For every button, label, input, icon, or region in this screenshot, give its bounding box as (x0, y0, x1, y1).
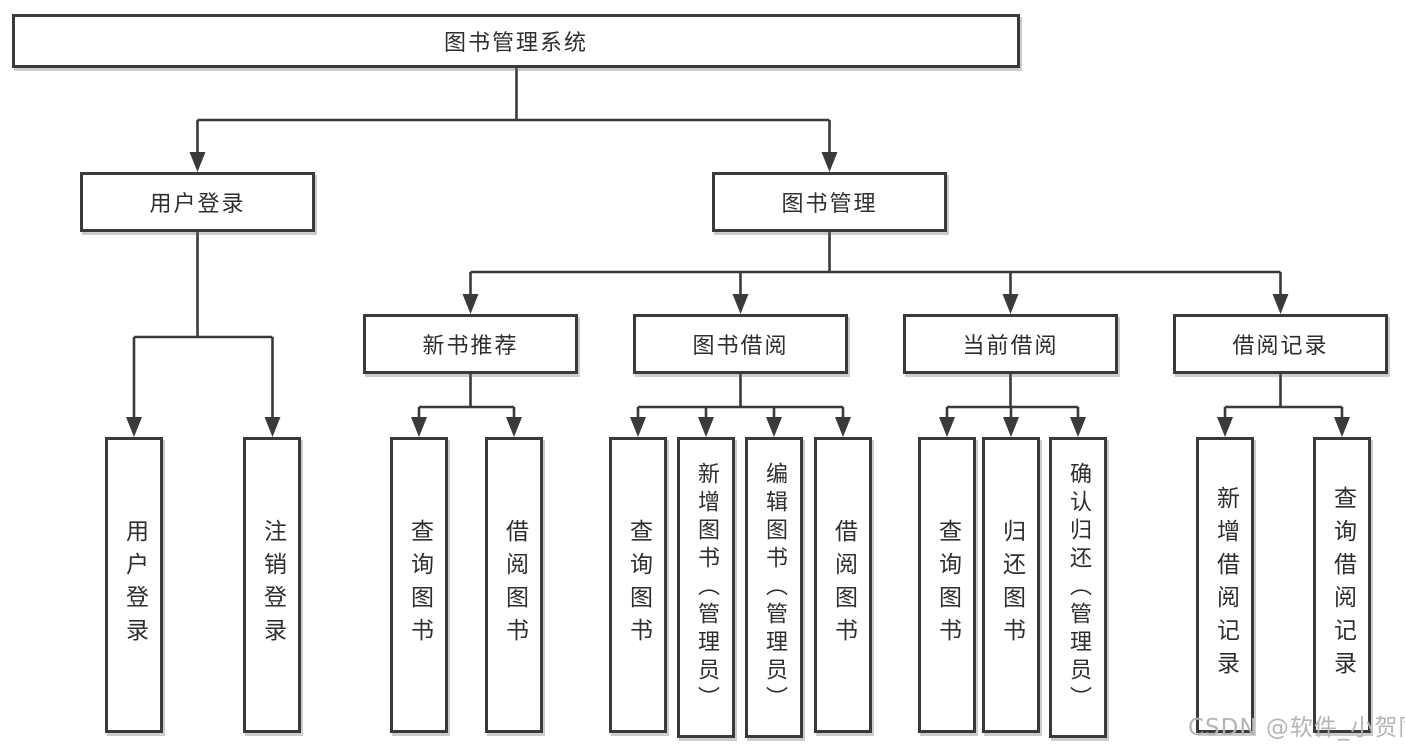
node-book-borrow: 图书借阅 (633, 314, 848, 374)
node-book-management: 图书管理 (712, 172, 947, 232)
node-book-management-label: 图书管理 (781, 192, 878, 217)
node-book-borrow-label: 图书借阅 (692, 334, 789, 359)
leaf-borrow-books-recommend-label: 借阅图书 (501, 519, 528, 651)
leaf-query-books-current-label: 查询图书 (934, 519, 961, 651)
node-new-book-recommend-label: 新书推荐 (422, 334, 519, 359)
node-borrow-records: 借阅记录 (1173, 314, 1388, 374)
node-current-borrow: 当前借阅 (903, 314, 1118, 374)
leaf-user-login: 用户登录 (105, 437, 163, 733)
leaf-logout-label: 注销登录 (259, 519, 286, 651)
node-borrow-records-label: 借阅记录 (1232, 334, 1329, 359)
leaf-query-books-recommend-label: 查询图书 (406, 519, 433, 651)
leaf-query-books-recommend: 查询图书 (390, 437, 448, 733)
leaf-edit-books-admin-label: 编辑图书（管理员） (762, 461, 787, 714)
leaf-edit-books-admin: 编辑图书（管理员） (745, 437, 803, 738)
leaf-confirm-return-admin: 确认归还（管理员） (1049, 437, 1107, 738)
node-root-label: 图书管理系统 (443, 31, 588, 56)
node-user-login-label: 用户登录 (149, 192, 246, 217)
node-new-book-recommend: 新书推荐 (363, 314, 578, 374)
leaf-return-books-label: 归还图书 (998, 519, 1025, 651)
node-user-login: 用户登录 (80, 172, 315, 232)
leaf-add-borrow-record: 新增借阅记录 (1196, 437, 1254, 733)
leaf-logout: 注销登录 (243, 437, 301, 733)
leaf-borrow-books: 借阅图书 (814, 437, 872, 733)
csdn-watermark: CSDN @软件_小贺同学 (1188, 715, 1405, 741)
leaf-add-books-admin: 新增图书（管理员） (677, 437, 735, 738)
leaf-add-borrow-record-label: 新增借阅记录 (1212, 486, 1239, 684)
leaf-query-books-current: 查询图书 (918, 437, 976, 733)
leaf-query-books-borrow: 查询图书 (609, 437, 667, 733)
leaf-query-books-borrow-label: 查询图书 (625, 519, 652, 651)
leaf-query-borrow-record-label: 查询借阅记录 (1329, 486, 1356, 684)
leaf-user-login-label: 用户登录 (121, 519, 148, 651)
node-current-borrow-label: 当前借阅 (962, 334, 1059, 359)
leaf-confirm-return-admin-label: 确认归还（管理员） (1066, 461, 1091, 714)
leaf-borrow-books-label: 借阅图书 (830, 519, 857, 651)
leaf-add-books-admin-label: 新增图书（管理员） (694, 461, 719, 714)
leaf-query-borrow-record: 查询借阅记录 (1313, 437, 1371, 733)
leaf-return-books: 归还图书 (982, 437, 1040, 733)
leaf-borrow-books-recommend: 借阅图书 (485, 437, 543, 733)
node-root: 图书管理系统 (12, 14, 1020, 68)
